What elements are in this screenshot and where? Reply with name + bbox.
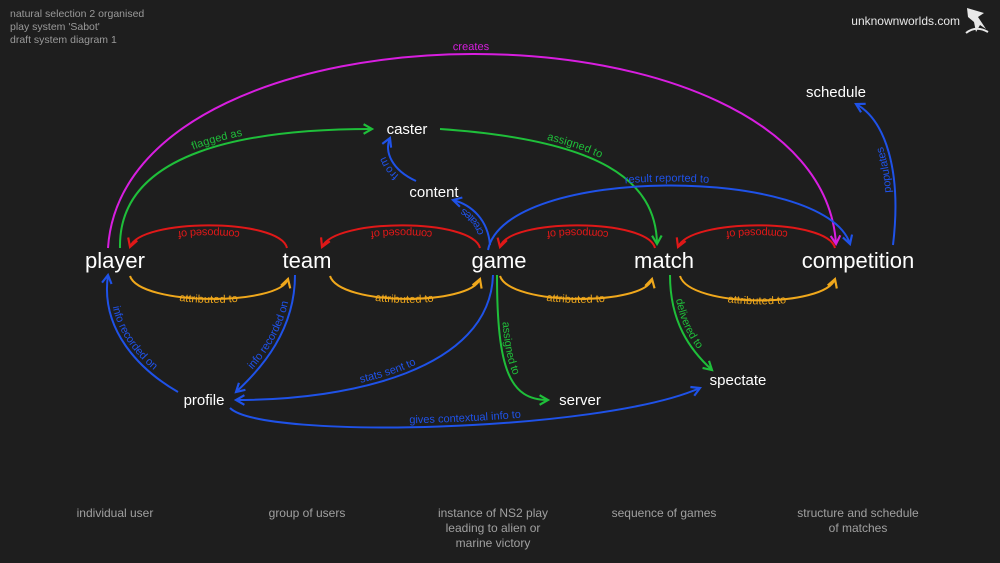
node-schedule: schedule [806, 84, 866, 101]
description-line: instance of NS2 play [437, 506, 549, 520]
edge-game-to-profile [233, 274, 494, 406]
edge-match-to-game [496, 224, 656, 250]
edge-label-text: info recorded on [246, 300, 292, 372]
header-line: play system 'Sabot' [10, 21, 100, 33]
node-match: match [634, 248, 694, 273]
description-line: structure and schedule [797, 506, 919, 520]
edge-game-to-match [499, 275, 656, 300]
edge-match-to-competition [679, 275, 838, 302]
edge-game-to-content [450, 196, 491, 246]
edge-game-to-server [496, 274, 551, 406]
edge-label-text: populates [874, 145, 894, 193]
edge-player-to-team [129, 275, 292, 300]
node-server: server [559, 392, 601, 409]
description-line: of matches [828, 521, 888, 535]
node-content: content [409, 184, 459, 201]
edge-label-text: composed of [177, 226, 241, 240]
header-line: natural selection 2 organised [10, 8, 145, 20]
description-competition: structure and schedule of matches [763, 506, 953, 536]
edge-label-text: composed of [545, 226, 609, 240]
edge-label-competition-to-match: composed of [725, 226, 789, 240]
nodes-layer: player team game match competition caste… [85, 84, 914, 409]
description-game: instance of NS2 play leading to alien or… [398, 506, 588, 551]
edge-competition-to-match [675, 224, 836, 250]
edge-label-player-to-profile: info recorded on [110, 305, 160, 373]
edge-label-game-to-match: attributed to [546, 292, 606, 306]
description-team: group of users [212, 506, 402, 521]
edge-label-text: attributed to [375, 292, 435, 306]
edge-label-match-to-competition: attributed to [727, 293, 787, 307]
node-spectate: spectate [710, 372, 767, 389]
diagram-header: natural selection 2 organised play syste… [10, 8, 144, 47]
edge-label-game-to-server: assigned to [499, 321, 521, 376]
edge-label-game-to-competition: result reported to [624, 172, 709, 186]
unknown-worlds-logo-icon [965, 8, 989, 34]
edge-label-match-to-game: composed of [545, 226, 609, 240]
description-line: individual user [76, 506, 154, 520]
edge-caster-to-match [439, 128, 663, 247]
edge-label-competition-to-schedule: populates [874, 145, 894, 193]
edge-label-game-to-profile: stats sent to [359, 356, 418, 386]
description-line: leading to alien or [445, 521, 541, 535]
node-player: player [85, 248, 145, 273]
description-line: group of users [268, 506, 346, 520]
edge-team-to-player [127, 224, 288, 250]
edge-label-text: stats sent to [359, 356, 418, 386]
edge-competition-to-schedule [854, 102, 897, 246]
edge-label-team-to-game: attributed to [375, 292, 435, 306]
brand-url: unknownworlds.com [851, 14, 960, 28]
edge-label-text: attributed to [179, 292, 239, 306]
edge-label-player-to-team: attributed to [179, 292, 239, 306]
edge-label-text: assigned to [499, 321, 521, 376]
node-profile: profile [184, 392, 225, 409]
edge-label-player-to-caster: flagged as [190, 127, 244, 153]
edge-label-game-to-team: composed of [369, 226, 433, 240]
edge-label-text: attributed to [727, 293, 787, 307]
edge-label-text: composed of [369, 226, 433, 240]
edge-content-to-caster [381, 135, 417, 182]
description-match: sequence of games [569, 506, 759, 521]
edge-player-to-competition [107, 53, 842, 249]
edge-team-to-profile [234, 274, 296, 394]
edge-label-team-to-profile: info recorded on [246, 300, 292, 372]
description-line: marine victory [455, 536, 531, 550]
node-caster: caster [387, 121, 428, 138]
node-team: team [283, 248, 332, 273]
edge-label-text: flagged as [190, 127, 244, 153]
edge-team-to-game [329, 275, 483, 300]
edge-label-team-to-player: composed of [177, 226, 241, 240]
description-line: sequence of games [611, 506, 717, 520]
edge-match-to-spectate [669, 274, 714, 372]
edge-label-text: info recorded on [110, 305, 160, 373]
node-competition: competition [802, 248, 915, 273]
description-player: individual user [20, 506, 210, 521]
edge-label-text: creates [453, 41, 490, 53]
edge-profile-to-spectate [229, 385, 702, 429]
edge-label-text: composed of [725, 226, 789, 240]
edge-label-text: attributed to [546, 292, 606, 306]
edge-game-to-competition [487, 184, 854, 251]
node-game: game [471, 248, 526, 273]
edge-game-to-team [320, 224, 481, 249]
edge-label-text: result reported to [624, 172, 709, 186]
header-line: draft system diagram 1 [10, 34, 117, 46]
edge-player-to-profile [101, 272, 179, 393]
edge-player-to-caster [118, 123, 375, 249]
edge-label-player-to-competition: creates [453, 41, 490, 53]
